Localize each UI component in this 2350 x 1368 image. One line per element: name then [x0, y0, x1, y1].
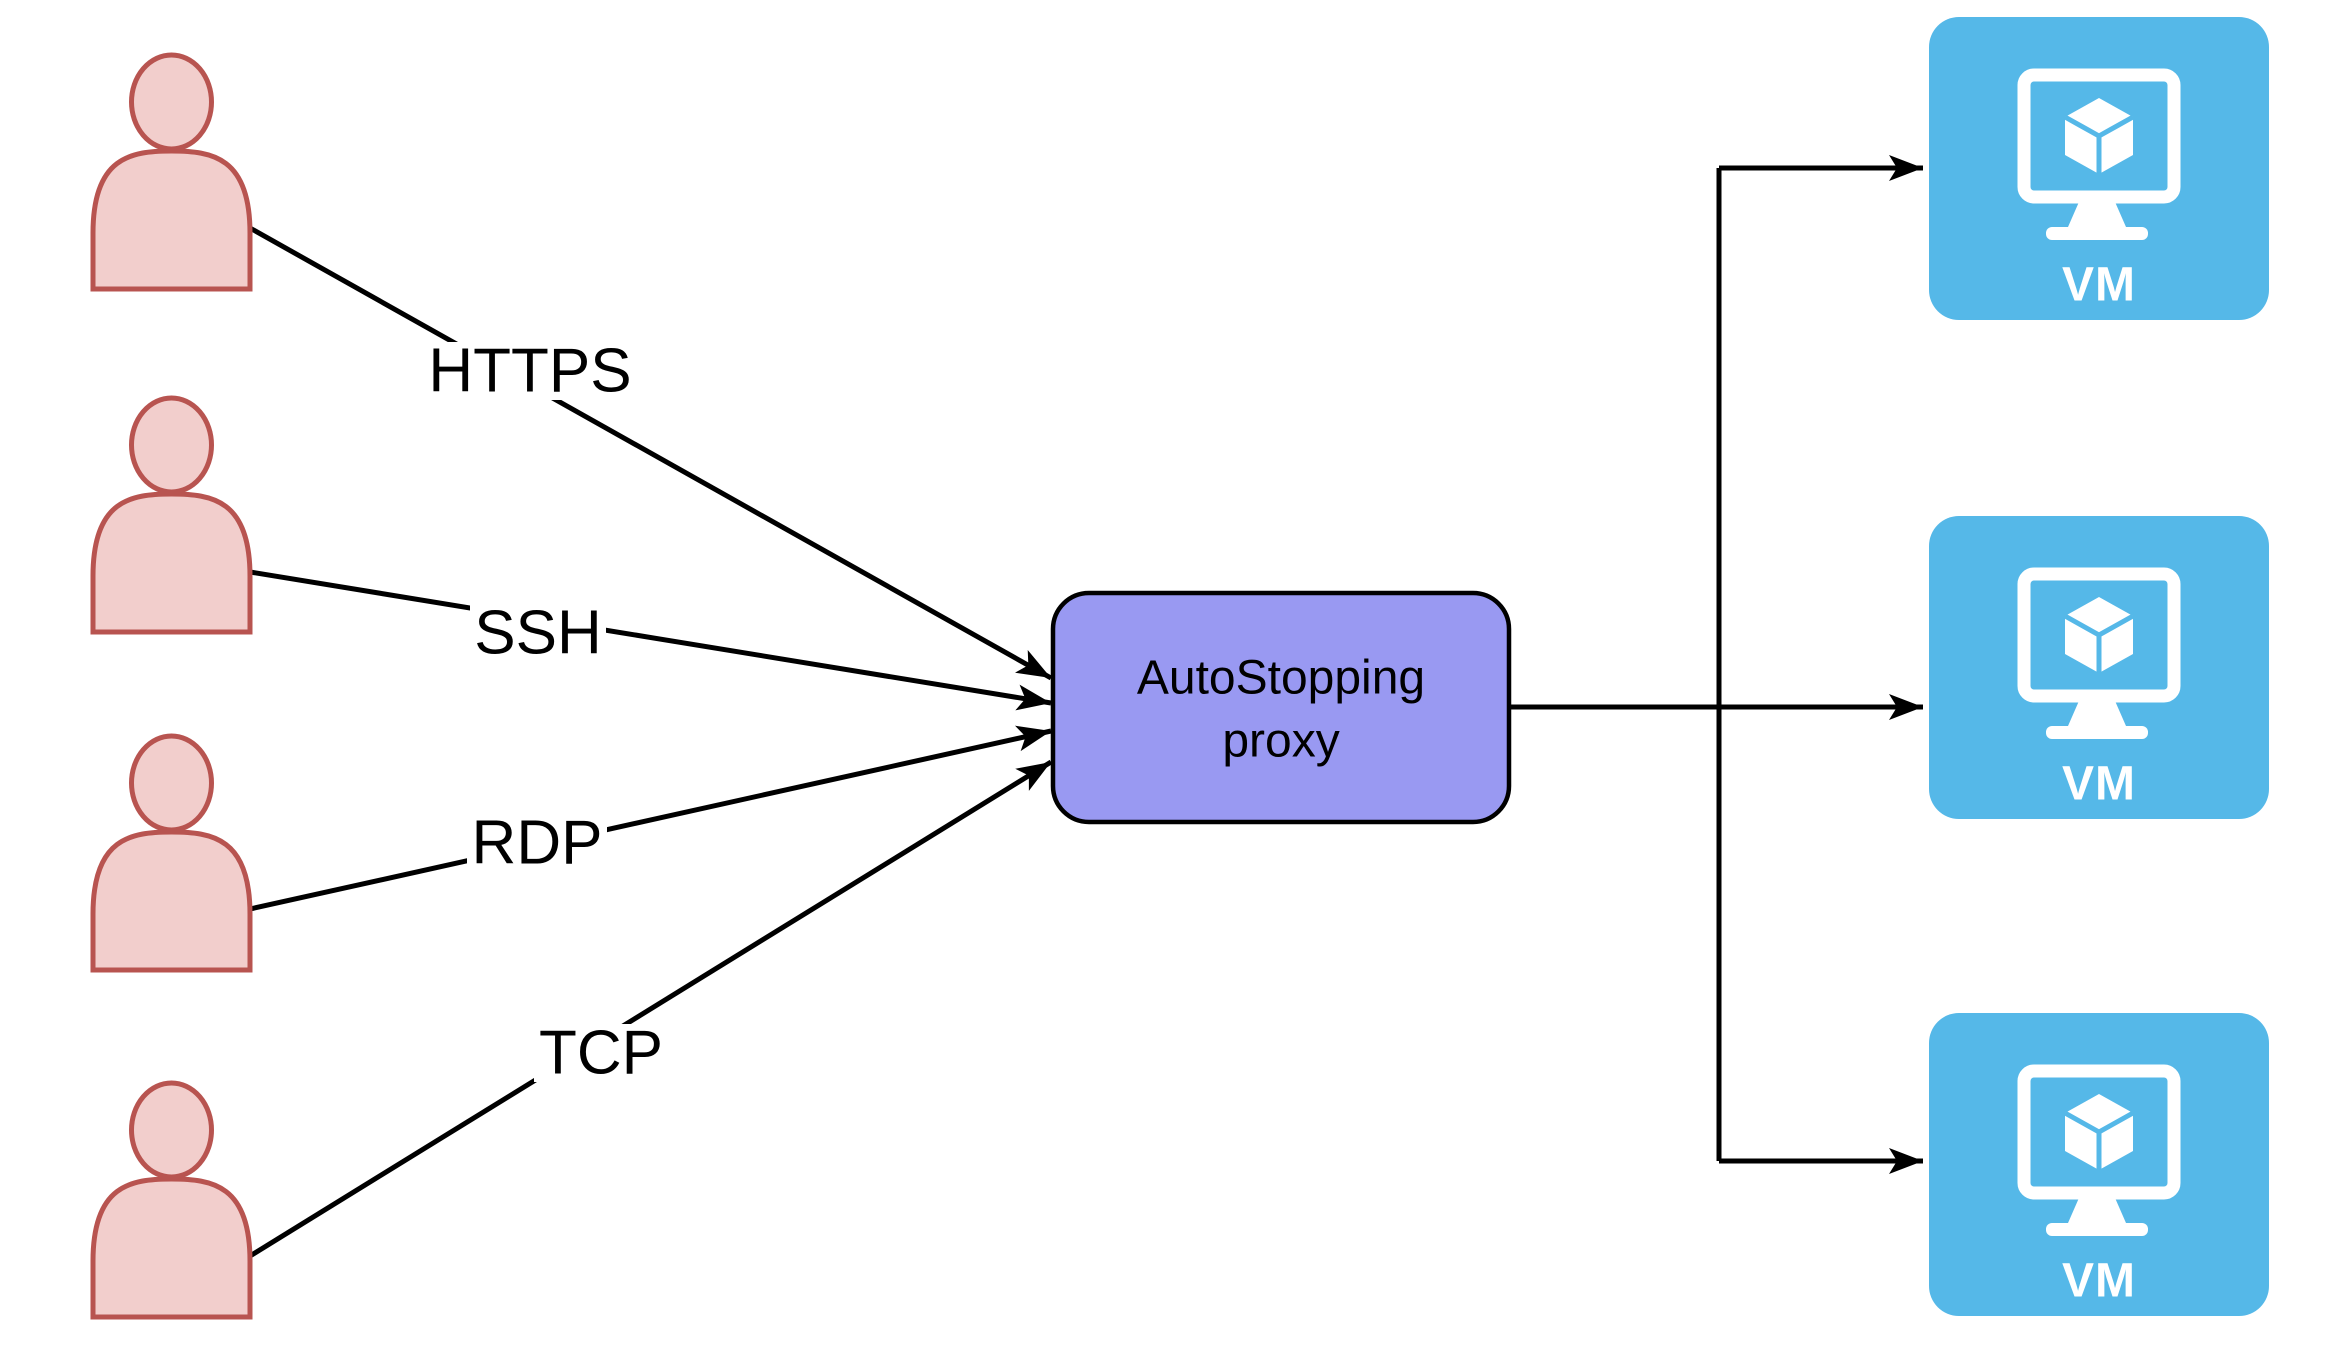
- edge-label-https-text: HTTPS: [428, 337, 631, 406]
- proxy-label-line1: AutoStopping: [1137, 652, 1425, 705]
- cube-seams: [2063, 114, 2135, 174]
- user-3-head: [129, 733, 214, 833]
- monitor-stand: [2068, 195, 2126, 227]
- edge-label-rdp-text: RDP: [472, 809, 603, 878]
- edge-label-ssh-text: SSH: [474, 599, 601, 668]
- user-4-body: [90, 1176, 253, 1320]
- edge-label-rdp: RDP: [467, 809, 607, 878]
- edge-rdp-line: [249, 725, 1052, 912]
- monitor-stand: [2068, 694, 2126, 726]
- user-2-body: [90, 491, 253, 635]
- edge-label-ssh-bg: [470, 604, 606, 662]
- edge-label-https-bg: [422, 342, 638, 400]
- user-icon-4: [90, 1080, 253, 1320]
- user-1-body: [90, 148, 253, 292]
- user-2-head: [129, 395, 214, 495]
- monitor-stand: [2068, 1191, 2126, 1223]
- vm-3-label: VM: [2062, 1255, 2136, 1308]
- user-3-body: [90, 829, 253, 973]
- user-4-head: [129, 1080, 214, 1180]
- edge-tcp-line: [248, 759, 1053, 1259]
- user-icon-1: [90, 52, 253, 292]
- cube-seams: [2063, 1110, 2135, 1170]
- vm-monitor-cube-icon: [2017, 567, 2181, 739]
- edge-label-tcp: TCP: [534, 1019, 668, 1088]
- monitor-base: [2046, 726, 2148, 739]
- user-1-head: [129, 52, 214, 152]
- autostopping-proxy-node: AutoStopping proxy: [1050, 590, 1512, 825]
- edge-label-rdp-bg: [467, 814, 607, 872]
- edge-label-tcp-bg: [534, 1024, 668, 1082]
- monitor-base: [2046, 227, 2148, 240]
- vm-monitor-cube-icon: [2017, 68, 2181, 240]
- edge-label-https: HTTPS: [422, 337, 638, 406]
- user-icon-2: [90, 395, 253, 635]
- edge-ssh-line: [249, 569, 1052, 711]
- proxy-box: [1050, 590, 1512, 825]
- vm-2-label: VM: [2062, 758, 2136, 811]
- edge-label-tcp-text: TCP: [539, 1019, 663, 1088]
- cube-seams: [2063, 613, 2135, 673]
- vm-node-3: VM: [1929, 1013, 2269, 1316]
- vm-monitor-cube-icon: [2017, 1064, 2181, 1236]
- vm-node-1: VM: [1929, 17, 2269, 320]
- proxy-label-line2: proxy: [1222, 715, 1339, 768]
- monitor-base: [2046, 1223, 2148, 1236]
- edge-https-line: [248, 225, 1053, 681]
- vm-1-label: VM: [2062, 259, 2136, 312]
- vm-node-2: VM: [1929, 516, 2269, 819]
- user-icon-3: [90, 733, 253, 973]
- edge-label-ssh: SSH: [470, 599, 606, 668]
